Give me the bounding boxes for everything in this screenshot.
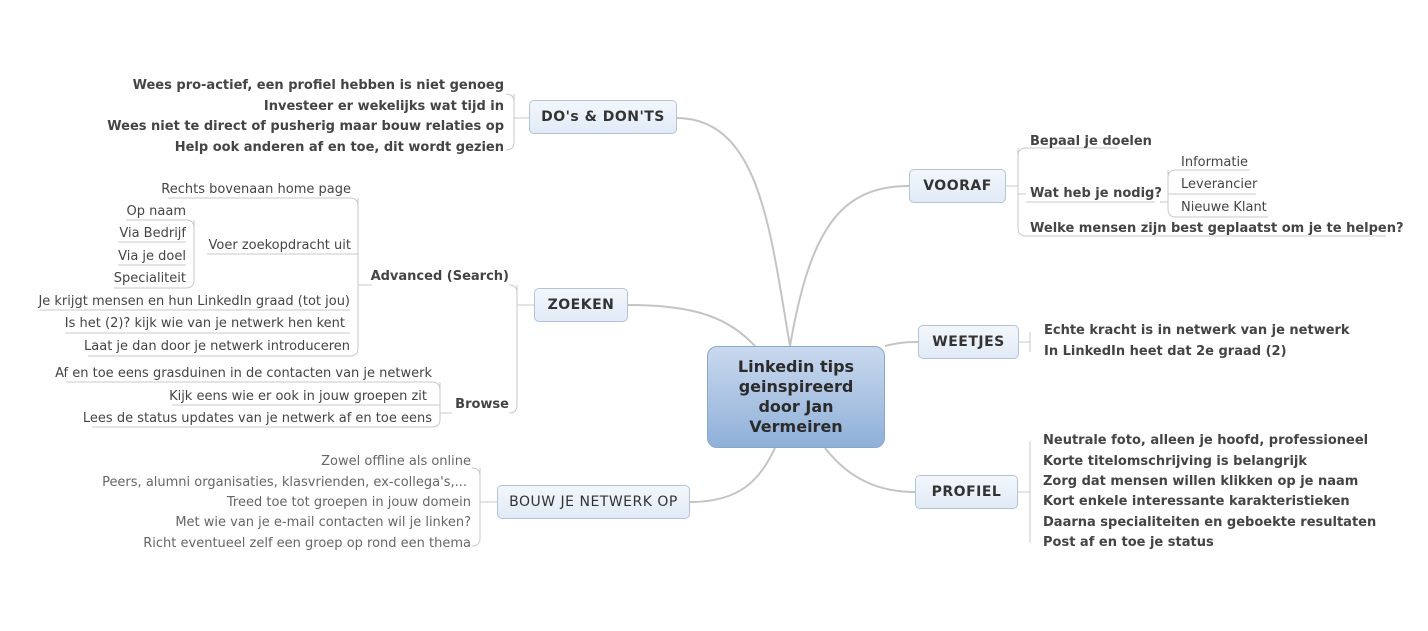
profiel-item[interactable]: Korte titelomschrijving is belangrijk [1043,454,1308,469]
central-topic[interactable]: Linkedin tips geinspireerd door Jan Verm… [707,346,885,448]
browse-item[interactable]: Af en toe eens grasduinen in de contacte… [55,366,432,381]
advanced-item[interactable]: Is het (2)? kijk wie van je netwerk hen … [64,316,345,331]
bouw-item[interactable]: Treed toe tot groepen in jouw domein [226,495,471,510]
branch-bouw[interactable]: BOUW JE NETWERK OP [497,485,690,519]
advanced-item[interactable]: Laat je dan door je netwerk introduceren [84,339,350,354]
link-zoeken [627,304,756,347]
branch-dos-donts[interactable]: DO's & DON'TS [529,100,677,134]
bouw-item[interactable]: Peers, alumni organisaties, klasvrienden… [102,475,467,490]
vooraf-nodig-item[interactable]: Nieuwe Klant [1181,200,1267,215]
zoeken-browse[interactable]: Browse [455,397,509,412]
link-vooraf [789,185,910,347]
dos-item[interactable]: Wees niet te direct of pusherig maar bou… [107,119,504,134]
branch-weetjes[interactable]: WEETJES [918,325,1019,359]
advanced-item[interactable]: Voer zoekopdracht uit [208,238,352,253]
vooraf-item[interactable]: Welke mensen zijn best geplaatst om je t… [1030,221,1404,236]
link-weetjes [884,341,919,347]
dos-item[interactable]: Wees pro-actief, een profiel hebben is n… [132,78,504,93]
profiel-item[interactable]: Zorg dat mensen willen klikken op je naa… [1043,474,1359,489]
dos-item[interactable]: Investeer er wekelijks wat tijd in [263,99,504,114]
bouw-item[interactable]: Zowel offline als online [321,454,471,469]
branch-profiel[interactable]: PROFIEL [915,475,1018,509]
profiel-item[interactable]: Daarna specialiteiten en geboekte result… [1043,515,1377,530]
branch-zoeken[interactable]: ZOEKEN [534,288,628,322]
profiel-item[interactable]: Kort enkele interessante karakteristieke… [1043,494,1350,509]
profiel-item[interactable]: Post af en toe je status [1043,535,1214,550]
advanced-item[interactable]: Je krijgt mensen en hun LinkedIn graad (… [38,294,350,309]
profiel-item[interactable]: Neutrale foto, alleen je hoofd, professi… [1043,433,1369,448]
bouw-item[interactable]: Met wie van je e-mail contacten wil je l… [175,515,471,530]
branch-vooraf[interactable]: VOORAF [909,169,1006,203]
vooraf-nodig-item[interactable]: Informatie [1181,155,1249,170]
zoekopdracht-item[interactable]: Specialiteit [113,271,186,286]
advanced-item[interactable]: Rechts bovenaan home page [161,182,351,197]
bouw-item[interactable]: Richt eventueel zelf een groep op rond e… [143,536,471,551]
link-profiel [824,447,916,493]
zoekopdracht-item[interactable]: Via je doel [118,249,186,264]
dos-item[interactable]: Help ook anderen af en toe, dit wordt ge… [174,140,504,155]
zoekopdracht-item[interactable]: Via Bedrijf [119,226,186,241]
browse-item[interactable]: Lees de status updates van je netwerk af… [82,411,432,426]
vooraf-item[interactable]: Wat heb je nodig? [1030,186,1162,201]
zoekopdracht-item[interactable]: Op naam [126,204,186,219]
weetjes-item[interactable]: Echte kracht is in netwerk van je netwer… [1044,323,1350,338]
link-bouw [689,447,776,503]
browse-item[interactable]: Kijk eens wie er ook in jouw groepen zit [169,389,427,404]
weetjes-item[interactable]: In LinkedIn heet dat 2e graad (2) [1044,344,1287,359]
link-dos [675,117,791,347]
vooraf-nodig-item[interactable]: Leverancier [1181,177,1258,192]
zoeken-advanced[interactable]: Advanced (Search) [370,269,509,284]
vooraf-item[interactable]: Bepaal je doelen [1030,134,1152,149]
